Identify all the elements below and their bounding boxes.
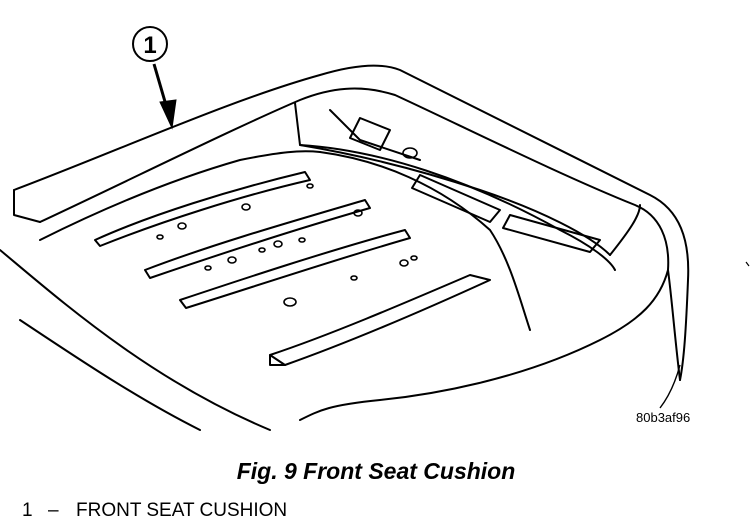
callout-1: [132, 26, 177, 130]
mount-hole: [227, 256, 237, 264]
edge-tick: [745, 261, 750, 267]
seat-slat-2: [144, 199, 371, 279]
frame-right-corner: [609, 204, 641, 256]
frame-channel-top: [329, 109, 421, 161]
seat-slat-4: [269, 274, 491, 366]
cushion-inner-edge: [39, 87, 670, 271]
mount-hole: [298, 237, 306, 243]
mount-hole: [399, 259, 409, 267]
seat-slat-3: [179, 229, 411, 309]
figure-caption: Fig. 9 Front Seat Cushion: [236, 458, 516, 484]
mount-hole: [156, 234, 164, 240]
mount-hole: [241, 203, 251, 211]
code-leader-line: [659, 364, 681, 409]
legend-item: 1–FRONT SEAT CUSHION: [22, 500, 287, 522]
cushion-right-flank: [667, 269, 681, 381]
callout-circle: [132, 26, 168, 62]
seat-cushion-drawing: 1: [0, 26, 750, 431]
mount-hole: [353, 209, 363, 217]
mount-hole: [283, 297, 297, 307]
callout-arrowhead: [159, 99, 177, 130]
mount-hole: [204, 265, 212, 271]
frame-channel-slot-3: [502, 214, 601, 253]
cushion-front-edge: [299, 269, 669, 421]
mount-hole: [306, 183, 314, 189]
drawing-code: 80b3af96: [636, 410, 691, 425]
callout-number: 1: [143, 32, 156, 59]
legend-label: FRONT SEAT CUSHION: [76, 500, 288, 521]
seat-slat-4-edge: [269, 354, 286, 366]
mount-hole: [410, 255, 418, 261]
legend-number: 1: [22, 500, 33, 521]
frame-channel-slot: [349, 117, 391, 151]
frame-rear-wall: [299, 144, 616, 271]
mount-hole: [177, 222, 187, 230]
cushion-rim-left: [13, 189, 41, 223]
frame-pan-right: [319, 151, 531, 331]
mount-hole: [350, 275, 358, 281]
mount-hole: [273, 240, 283, 248]
mount-hole: [402, 147, 418, 159]
frame-pan-left: [39, 150, 321, 241]
frame-channel-slot-2: [411, 174, 501, 223]
seat-slat-1: [94, 171, 311, 247]
legend-separator: –: [48, 500, 59, 521]
cushion-front-lower: [19, 319, 201, 431]
cushion-front-curve: [0, 249, 271, 431]
mount-hole: [258, 247, 266, 253]
cushion-outer-edge: [13, 64, 690, 381]
